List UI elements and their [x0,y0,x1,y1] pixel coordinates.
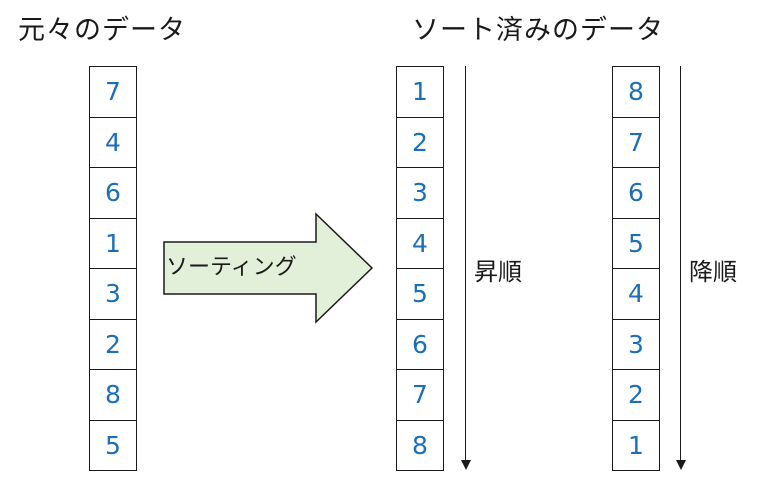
sorting-label: ソーティング [166,255,297,280]
ascending-arrowhead-icon [461,460,471,470]
data-cell: 5 [397,269,443,320]
data-cell: 2 [90,320,136,370]
data-cell: 7 [397,370,443,421]
original-data-column: 7 4 6 1 3 2 8 5 [89,66,137,471]
original-data-heading: 元々のデータ [18,15,186,46]
descending-data-column: 8 7 6 5 4 3 2 1 [612,66,660,471]
descending-direction-line [680,66,681,462]
descending-arrowhead-icon [676,460,686,470]
data-cell: 8 [90,370,136,421]
data-cell: 2 [613,370,659,421]
data-cell: 4 [397,219,443,269]
data-cell: 8 [397,421,443,471]
data-cell: 4 [613,269,659,320]
data-cell: 6 [397,320,443,370]
sorting-arrow-icon [163,212,374,324]
descending-label: 降順 [689,258,737,286]
data-cell: 6 [613,168,659,219]
data-cell: 1 [90,219,136,269]
ascending-direction-line [465,66,466,462]
data-cell: 3 [397,168,443,219]
data-cell: 3 [613,320,659,370]
data-cell: 4 [90,118,136,168]
data-cell: 6 [90,168,136,219]
data-cell: 5 [613,219,659,269]
data-cell: 2 [397,118,443,168]
data-cell: 8 [613,67,659,118]
ascending-label: 昇順 [474,258,522,286]
data-cell: 1 [613,421,659,471]
ascending-data-column: 1 2 3 4 5 6 7 8 [396,66,444,471]
data-cell: 5 [90,421,136,471]
data-cell: 3 [90,269,136,320]
sorted-data-heading: ソート済みのデータ [412,15,664,46]
data-cell: 7 [90,67,136,118]
data-cell: 7 [613,118,659,168]
data-cell: 1 [397,67,443,118]
